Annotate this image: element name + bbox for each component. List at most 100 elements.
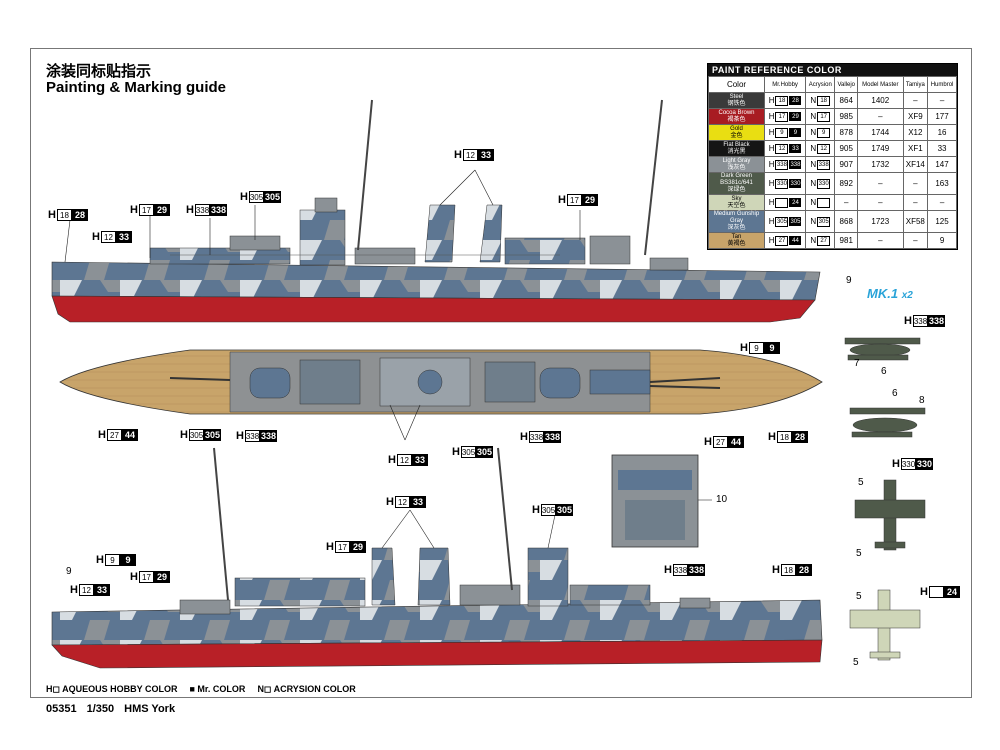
paint-column-header: Humbrol xyxy=(927,76,957,93)
paint-color-name-cn: 消光黑 xyxy=(727,148,746,155)
leader-lines xyxy=(64,169,581,549)
paint-model-master-code: 1732 xyxy=(857,156,904,173)
paint-model-master-code: – xyxy=(857,194,904,211)
paint-column-header: Model Master xyxy=(857,76,904,93)
title-chinese: 涂装同标贴指示 xyxy=(46,62,152,80)
paint-tamiya-code: XF1 xyxy=(902,140,929,157)
paint-color-name: Cocoa Brown xyxy=(718,109,755,116)
paint-tamiya-code: – xyxy=(902,92,929,109)
paint-humbrol-code: 125 xyxy=(927,210,957,233)
decal-number: 10 xyxy=(716,494,728,505)
paint-color-name-cn: 深灰色 xyxy=(727,225,746,231)
decal-number: 5 xyxy=(858,477,864,488)
paint-acrysion-code: N xyxy=(805,194,836,211)
paint-vallejo-code: 868 xyxy=(834,210,859,233)
paint-tamiya-code: X12 xyxy=(902,124,929,141)
paint-legend: H◻ AQUEOUS HOBBY COLOR ■ Mr. COLOR N◻ AC… xyxy=(46,684,356,695)
paint-humbrol-code: 33 xyxy=(927,140,957,157)
paint-color-name-cn: 黄褐色 xyxy=(727,240,746,247)
aircraft-views xyxy=(844,337,926,661)
decal-number: 6 xyxy=(881,366,887,377)
kit-code: 05351 xyxy=(46,703,77,715)
paint-humbrol-code: 16 xyxy=(927,124,957,141)
paint-humbrol-code: 177 xyxy=(927,108,957,125)
decal-number: 5 xyxy=(856,591,862,602)
paint-color-name: Sky xyxy=(731,195,742,202)
paint-color-name: Tan xyxy=(731,233,742,240)
paint-column-header: Acrysion xyxy=(805,76,836,93)
paint-color-name-cn: 褐茶色 xyxy=(727,116,746,123)
profile-port xyxy=(51,447,823,669)
legend-mr: ■ Mr. COLOR xyxy=(189,684,246,694)
aircraft-top xyxy=(854,479,926,551)
paint-humbrol-code: 147 xyxy=(927,156,957,173)
paint-color-name: Dark Green BS381c/641 xyxy=(720,173,753,186)
paint-vallejo-code: 864 xyxy=(834,92,859,109)
paint-tamiya-code: – xyxy=(902,194,929,211)
paint-tamiya-code: XF9 xyxy=(902,108,929,125)
aircraft-bottom xyxy=(849,589,921,661)
paint-tamiya-code: XF14 xyxy=(902,156,929,173)
paint-humbrol-code: – xyxy=(927,194,957,211)
footer: 05351 1/350 HMS York xyxy=(46,703,175,715)
paint-column-header: Vallejo xyxy=(834,76,859,93)
paint-humbrol-code: 9 xyxy=(927,232,957,249)
bridge-detail-inset xyxy=(611,454,712,548)
kit-scale: 1/350 xyxy=(86,703,115,715)
paint-model-master-code: 1749 xyxy=(857,140,904,157)
decal-number: 9 xyxy=(846,275,852,286)
paint-model-master-code: 1723 xyxy=(857,210,904,233)
decal-number: 7 xyxy=(854,358,860,369)
decal-number: 9 xyxy=(66,566,72,577)
paint-model-master-code: – xyxy=(857,108,904,125)
plan-view xyxy=(59,349,823,415)
title-english: Painting & Marking guide xyxy=(46,79,227,96)
paint-color-name: Steel xyxy=(729,93,744,100)
paint-table-title: PAINT REFERENCE COLOR xyxy=(708,64,957,76)
paint-color-name-cn: 天空色 xyxy=(727,202,746,209)
paint-vallejo-code: 907 xyxy=(834,156,859,173)
decal-number: 5 xyxy=(856,548,862,559)
paint-color-name-cn: 金色 xyxy=(730,132,743,139)
aircraft-side-1 xyxy=(844,337,921,361)
paint-vallejo-code: 985 xyxy=(834,108,859,125)
legend-hobby: H◻ AQUEOUS HOBBY COLOR xyxy=(46,684,178,694)
